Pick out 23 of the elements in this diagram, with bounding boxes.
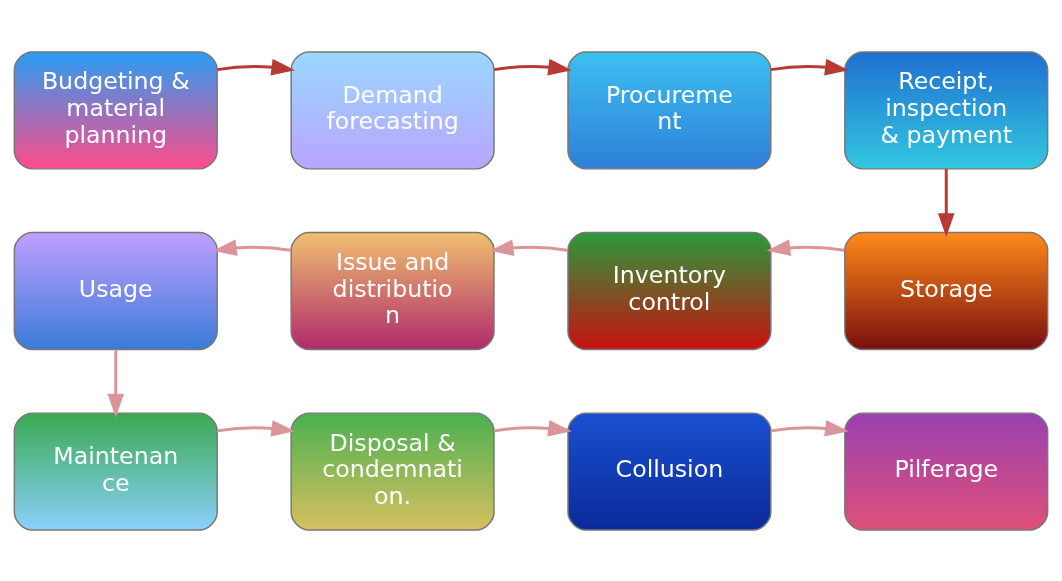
- node-box: Procureme nt: [567, 50, 772, 170]
- arrow: [107, 349, 125, 417]
- node-box: Demand forecasting: [290, 50, 495, 170]
- arrow: [494, 58, 572, 75]
- node-box: Maintenan ce: [13, 411, 218, 531]
- arrow: [212, 239, 291, 256]
- node-box: Receipt, inspection & payment: [844, 50, 1049, 170]
- arrow: [770, 419, 849, 437]
- node-box: Inventory control: [567, 231, 772, 350]
- arrow: [217, 58, 296, 75]
- arrow: [766, 239, 845, 256]
- node-box: Storage: [844, 231, 1049, 350]
- arrow: [489, 239, 568, 256]
- arrow: [937, 168, 955, 237]
- node-box: Disposal & condemnati on.: [290, 411, 495, 531]
- node-box: Budgeting & material planning: [13, 50, 218, 170]
- node-box: Issue and distributio n: [290, 231, 495, 350]
- arrow: [770, 58, 849, 75]
- node-box: Collusion: [567, 411, 772, 531]
- arrow: [217, 419, 296, 437]
- arrow: [494, 419, 572, 437]
- node-box: Pilferage: [844, 411, 1049, 531]
- node-box: Usage: [13, 231, 218, 350]
